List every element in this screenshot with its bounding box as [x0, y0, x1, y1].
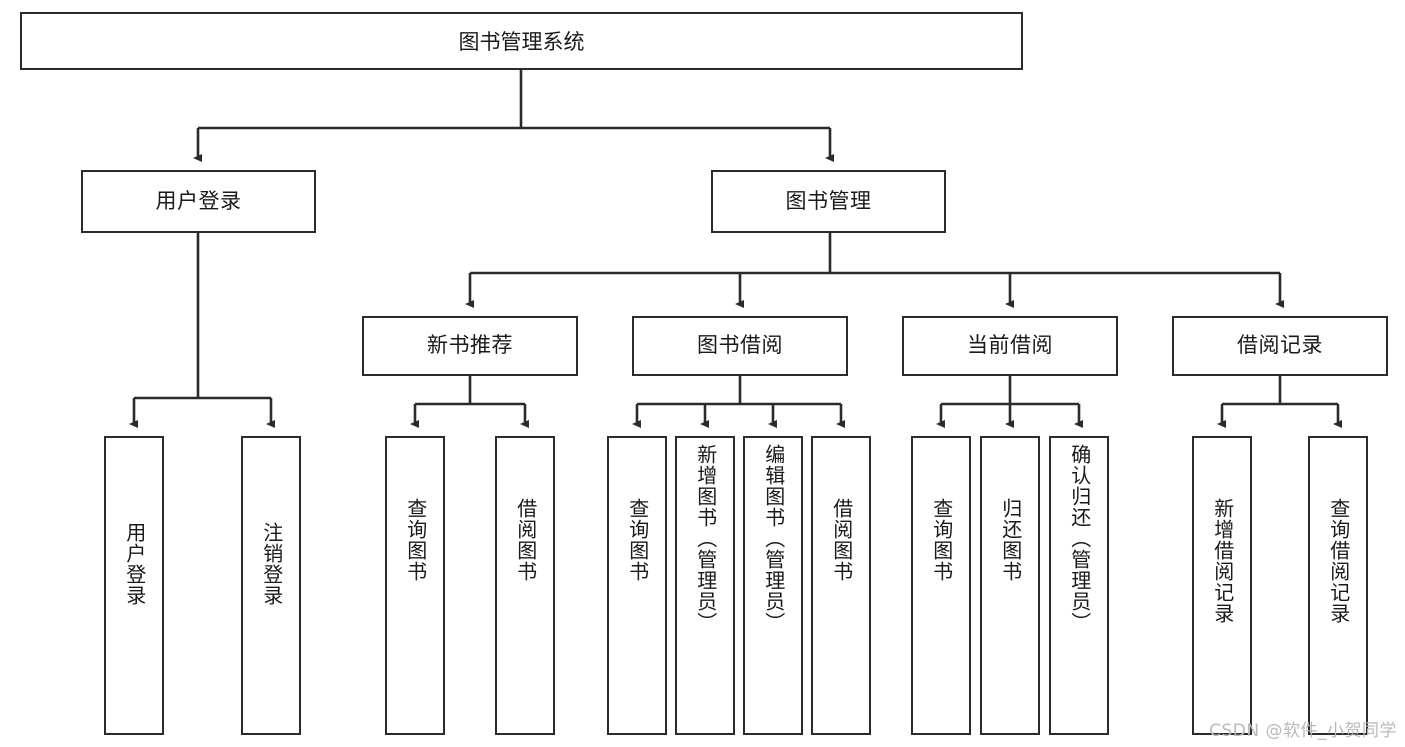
node-root-book-management-system[interactable]: 图书管理系统 — [20, 12, 1023, 70]
node-label: 用户登录 — [155, 188, 242, 213]
leaf-query-book-recommend[interactable]: 查询图书 — [385, 436, 445, 735]
node-label: 查询图书 — [403, 498, 428, 582]
node-label: 图书管理系统 — [458, 30, 585, 54]
node-label: 编辑图书（管理员） — [761, 444, 786, 633]
node-label: 借阅记录 — [1237, 333, 1323, 358]
leaf-add-book-admin[interactable]: 新增图书（管理员） — [675, 436, 735, 735]
leaf-query-borrow-record[interactable]: 查询借阅记录 — [1308, 436, 1368, 735]
node-new-book-recommend[interactable]: 新书推荐 — [362, 316, 578, 376]
leaf-query-book-current[interactable]: 查询图书 — [911, 436, 971, 735]
node-borrow-record[interactable]: 借阅记录 — [1172, 316, 1388, 376]
leaf-confirm-return-admin[interactable]: 确认归还（管理员） — [1049, 436, 1109, 735]
node-label: 查询图书 — [625, 498, 650, 582]
node-label: 用户登录 — [122, 522, 147, 606]
watermark-text: CSDN @软件_小贺同学 — [1209, 721, 1397, 741]
node-label: 查询借阅记录 — [1326, 498, 1351, 624]
node-user-login[interactable]: 用户登录 — [81, 170, 316, 233]
node-book-management[interactable]: 图书管理 — [711, 170, 946, 233]
node-label: 确认归还（管理员） — [1067, 444, 1092, 633]
leaf-edit-book-admin[interactable]: 编辑图书（管理员） — [743, 436, 803, 735]
node-current-borrow[interactable]: 当前借阅 — [902, 316, 1118, 376]
leaf-return-book[interactable]: 归还图书 — [980, 436, 1040, 735]
leaf-user-logout[interactable]: 注销登录 — [241, 436, 301, 735]
node-book-borrow[interactable]: 图书借阅 — [632, 316, 848, 376]
node-label: 新增图书（管理员） — [693, 444, 718, 633]
node-label: 新书推荐 — [427, 333, 513, 358]
node-label: 图书借阅 — [697, 333, 783, 358]
leaf-add-borrow-record[interactable]: 新增借阅记录 — [1192, 436, 1252, 735]
leaf-borrow-book-recommend[interactable]: 借阅图书 — [495, 436, 555, 735]
node-label: 当前借阅 — [967, 333, 1053, 358]
node-label: 借阅图书 — [829, 498, 854, 582]
leaf-user-login[interactable]: 用户登录 — [104, 436, 164, 735]
node-label: 借阅图书 — [513, 498, 538, 582]
node-label: 查询图书 — [929, 498, 954, 582]
node-label: 图书管理 — [785, 188, 872, 213]
leaf-borrow-book[interactable]: 借阅图书 — [811, 436, 871, 735]
node-label: 注销登录 — [259, 522, 284, 606]
leaf-query-book-borrow[interactable]: 查询图书 — [607, 436, 667, 735]
node-label: 归还图书 — [998, 498, 1023, 582]
node-label: 新增借阅记录 — [1210, 498, 1235, 624]
